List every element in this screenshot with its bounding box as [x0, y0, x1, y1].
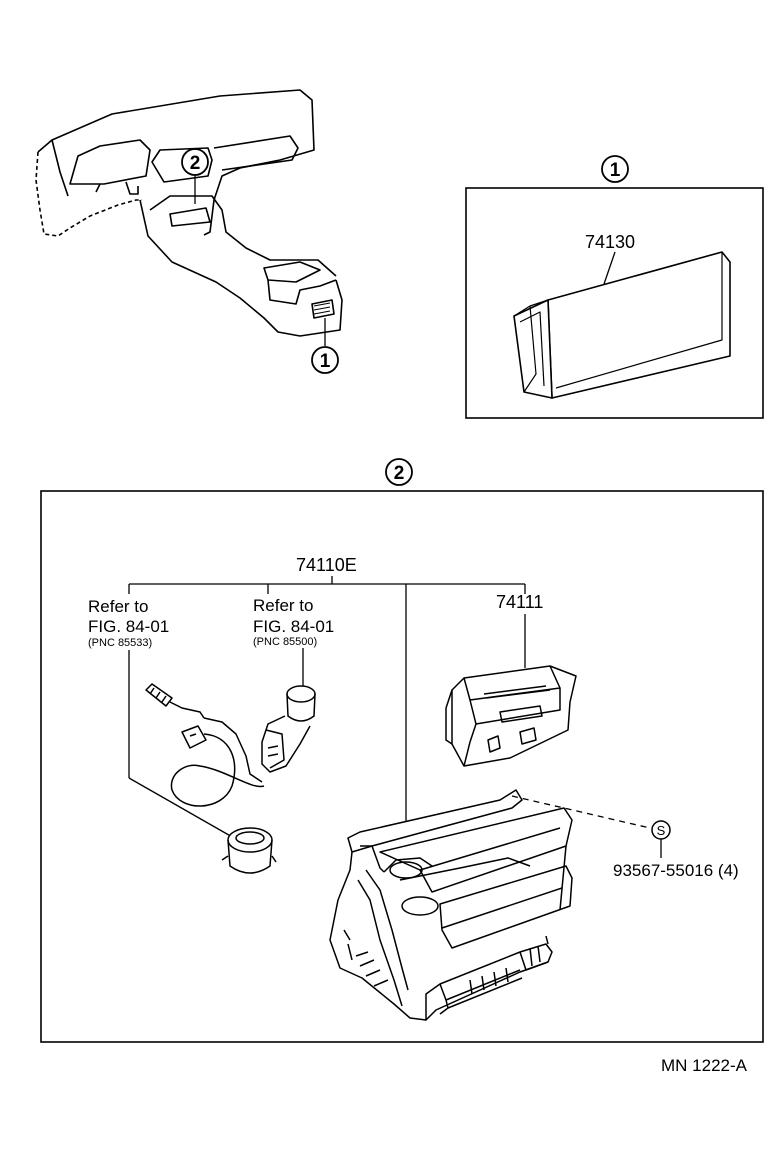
screw-part-label: 93567-55016 (4): [613, 861, 739, 880]
callout-1-label: 1: [320, 351, 331, 372]
dashboard-console-illustration: [35, 89, 343, 337]
panel-2-frame: [40, 490, 764, 1043]
callout-2-dashboard: 2: [181, 148, 209, 204]
insert-74111-drawing: [445, 665, 577, 767]
ref-left-line1: Refer to: [88, 597, 148, 616]
panel-1-frame: [465, 187, 764, 419]
callout-1-console: 1: [311, 318, 339, 374]
callout-2-panel-label: 2: [394, 463, 405, 484]
lamp-socket-drawing: [221, 827, 277, 874]
ref-right-line1: Refer to: [253, 596, 313, 615]
diagram-code: MN 1222-A: [661, 1056, 748, 1075]
part-74130-label: 74130: [585, 232, 635, 252]
ref-right-line3: (PNC 85500): [253, 636, 317, 648]
console-box-drawing: [329, 789, 573, 1021]
callout-1-panel-header: 1: [601, 155, 629, 183]
part-74111-label: 74111: [496, 592, 543, 612]
ref-right-line2: FIG. 84-01: [253, 617, 334, 636]
ashtray-74130-drawing: [513, 251, 731, 399]
cigarette-lighter-drawing: [261, 685, 316, 773]
screw-s-label: S: [657, 823, 666, 838]
assembly-bracket: [128, 576, 526, 824]
ref-left-leader: [128, 650, 235, 839]
callout-2-panel-header: 2: [385, 458, 413, 486]
callout-1-panel-label: 1: [610, 160, 621, 181]
screw-callout: S: [511, 795, 671, 858]
ref-left-line2: FIG. 84-01: [88, 617, 169, 636]
ref-left-line3: (PNC 85533): [88, 637, 152, 649]
assembly-74110E-label: 74110E: [296, 555, 357, 575]
callout-2-label: 2: [190, 153, 201, 174]
bulb-wire-harness-drawing: [145, 683, 265, 807]
